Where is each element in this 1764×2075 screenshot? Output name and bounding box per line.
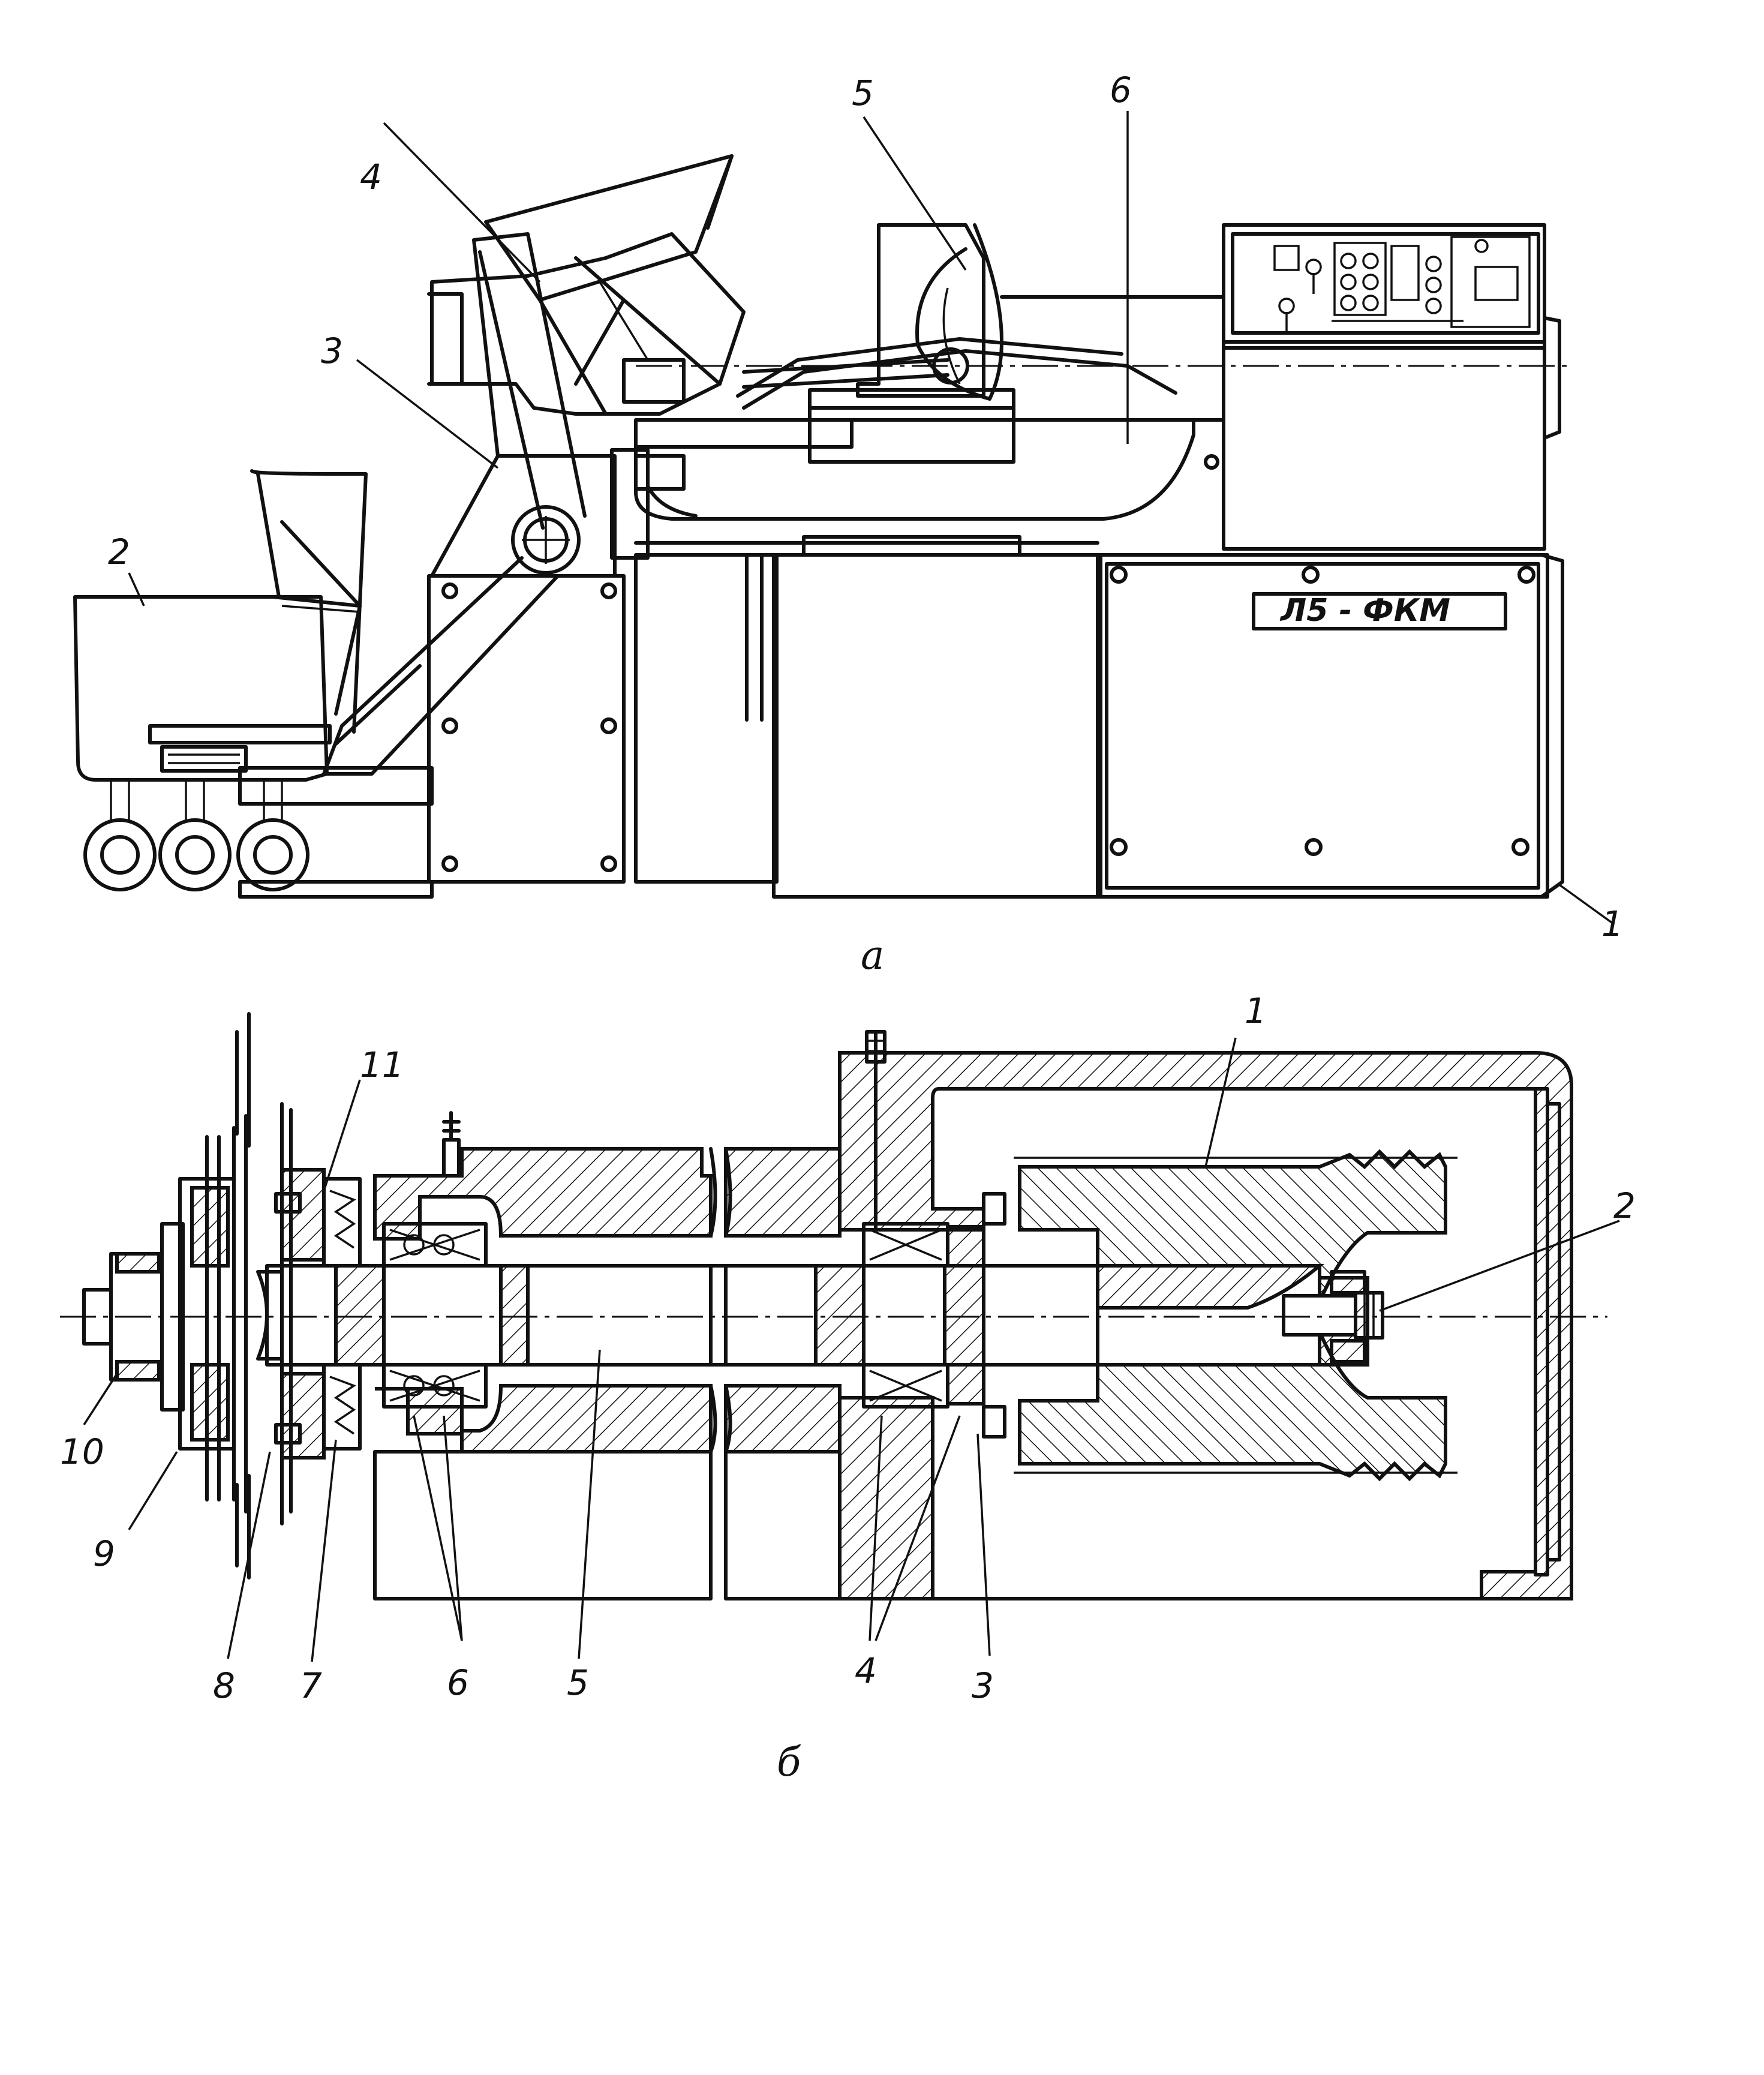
shaft-housing (838, 1051, 1573, 1600)
callout-b-5: 5 (567, 1662, 589, 1703)
callout-b-9: 9 (93, 1533, 115, 1574)
figure-a-leaders (128, 111, 1615, 925)
left-bearing-pair (382, 1111, 488, 1409)
drive-pulley (1014, 1149, 1458, 1482)
callout-a-1: 1 (1601, 903, 1624, 944)
right-bearing-pair (862, 1030, 1006, 1439)
figure-b-caption: б (777, 1739, 801, 1785)
callout-b-1: 1 (1245, 990, 1267, 1031)
main-shaft (265, 1264, 1099, 1367)
callout-a-5: 5 (852, 73, 874, 113)
machine-body-cabinet (1096, 553, 1564, 899)
callout-b-2: 2 (1613, 1185, 1636, 1226)
figure-a-side-view: Л5 - ФКМ 1 2 3 4 5 6 а (73, 70, 1624, 978)
shaft-tube (373, 1147, 842, 1600)
cutter-bowl (634, 388, 1225, 521)
loader-bucket-raised (427, 154, 746, 416)
figure-b-shaft-section: 1 2 3 4 5 6 7 8 9 10 11 б (60, 990, 1636, 1785)
callout-a-2: 2 (108, 531, 130, 572)
loader-lift-column (322, 232, 686, 884)
lower-frame (634, 535, 1102, 899)
callout-b-6: 6 (447, 1662, 469, 1703)
callout-b-4: 4 (855, 1650, 877, 1691)
callout-a-3: 3 (321, 331, 343, 371)
callout-a-6: 6 (1110, 70, 1132, 110)
model-plate-text: Л5 - ФКМ (1279, 593, 1450, 629)
callout-b-8: 8 (213, 1665, 235, 1706)
callout-b-7: 7 (300, 1665, 322, 1706)
callout-a-4: 4 (360, 157, 382, 197)
bowl-lid-and-knife (736, 223, 1225, 410)
figure-b-leaders (83, 1037, 1620, 1662)
figure-a-caption: а (861, 932, 884, 978)
control-panel (1222, 223, 1561, 551)
material-trolley (73, 469, 434, 899)
callout-b-10: 10 (60, 1431, 104, 1472)
callout-b-11: 11 (360, 1044, 404, 1085)
callout-b-3: 3 (972, 1665, 994, 1706)
